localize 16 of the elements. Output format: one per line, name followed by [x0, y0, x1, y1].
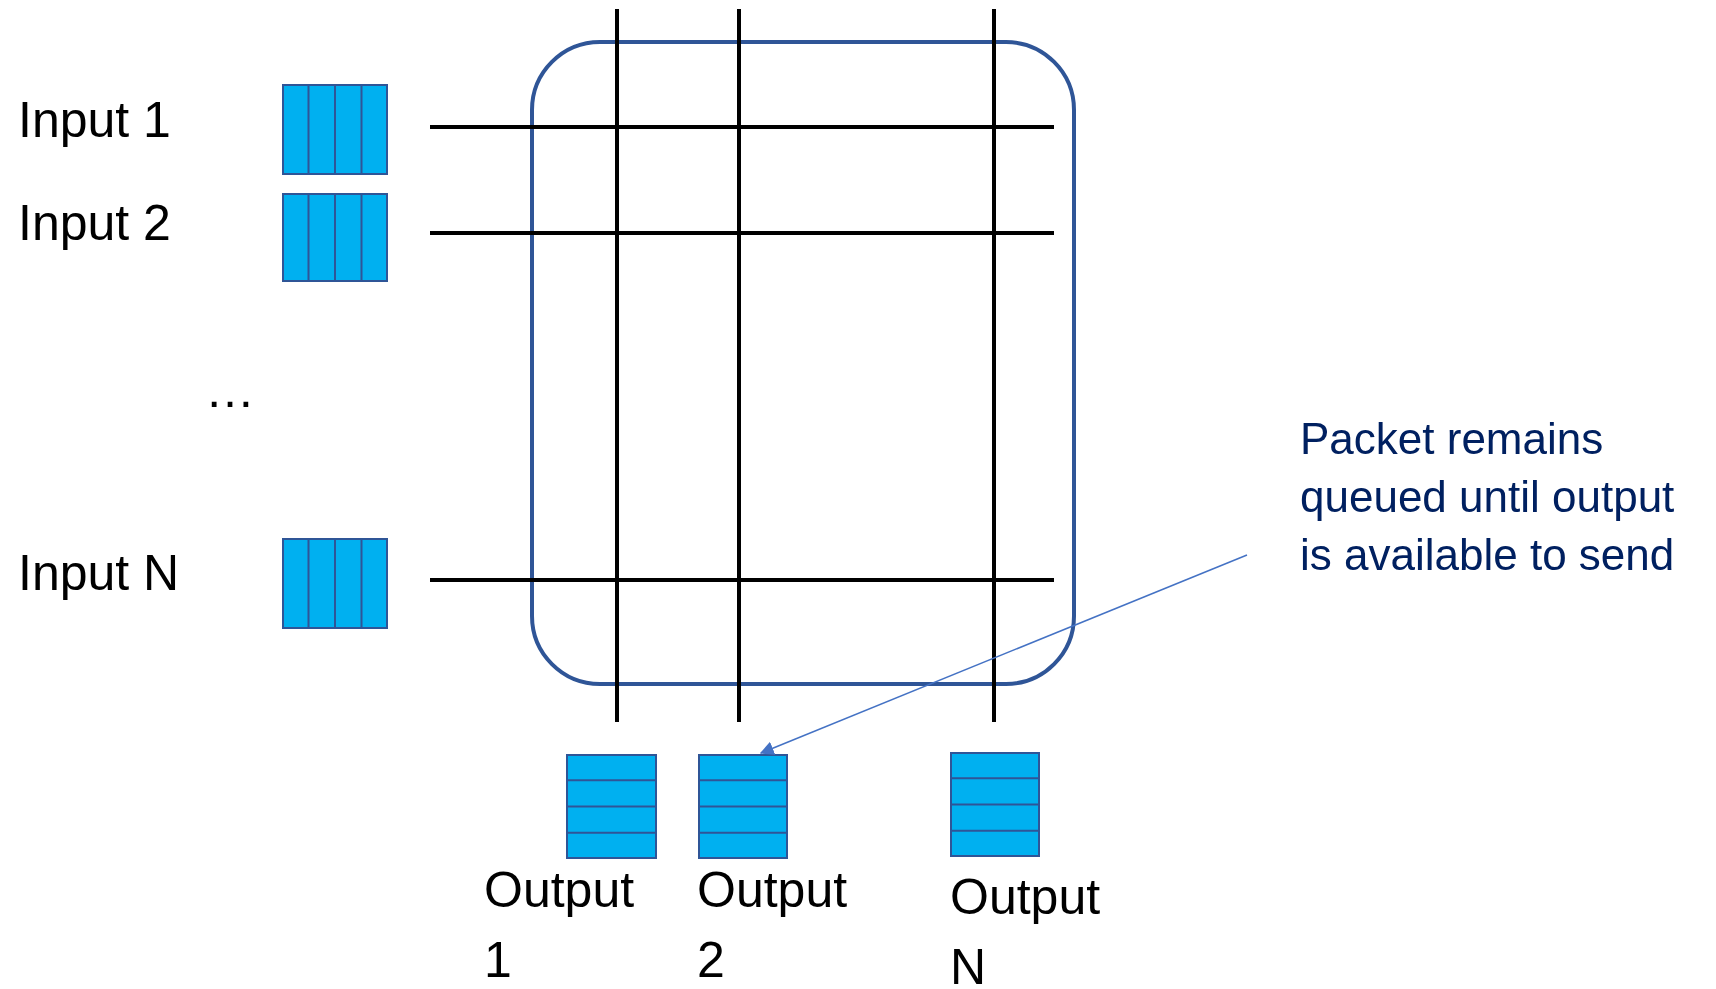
queue-buffer: [566, 754, 657, 859]
port-label: Input 2: [18, 194, 172, 253]
queue-buffer: [950, 752, 1040, 857]
port-label: Output 2: [697, 861, 849, 989]
port-label: Input N: [18, 544, 181, 603]
leader-line: [759, 554, 1248, 755]
queue-buffer: [282, 538, 388, 629]
annotation-text: Packet remains queued until output is available to send: [1300, 413, 1676, 581]
ellipsis-text: …: [205, 361, 255, 420]
port-label: Output N: [950, 868, 1102, 989]
queue-buffer: [282, 84, 388, 175]
queue-buffer: [698, 754, 788, 859]
port-label: Output 1: [484, 861, 636, 989]
port-label: Input 1: [18, 91, 172, 150]
switch-fabric: [530, 40, 1076, 686]
queue-buffer: [282, 193, 388, 282]
